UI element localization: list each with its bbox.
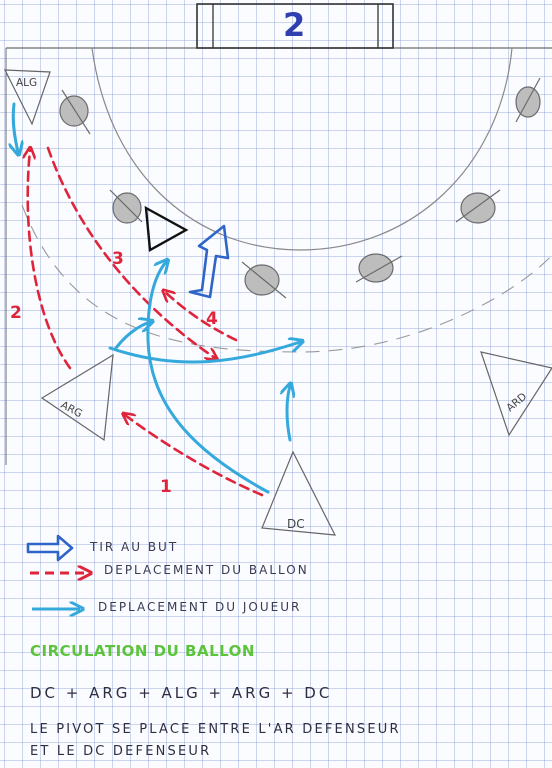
label-alg: ALG bbox=[16, 77, 37, 89]
defender bbox=[355, 253, 403, 283]
pass-sequence: DC + ARG + ALG + ARG + DC bbox=[30, 684, 333, 702]
player-ard bbox=[480, 351, 552, 437]
label-ard: ARD bbox=[504, 391, 529, 415]
note-line-2: ET LE DC DEFENSEUR bbox=[30, 744, 212, 759]
legend-ball-label: DEPLACEMENT DU BALLON bbox=[104, 563, 309, 577]
free-throw-line bbox=[21, 204, 552, 353]
pass-number: 4 bbox=[206, 309, 218, 329]
defender bbox=[59, 89, 91, 135]
pass-number: 3 bbox=[112, 249, 124, 269]
player-path-pivot bbox=[146, 262, 270, 494]
pass-number: 2 bbox=[10, 303, 22, 323]
court-lines bbox=[5, 3, 552, 465]
ball-path-3 bbox=[46, 146, 215, 358]
defender bbox=[455, 189, 501, 224]
defenders bbox=[59, 77, 541, 299]
label-dc: DC bbox=[287, 517, 305, 531]
ball-path-2 bbox=[28, 150, 72, 370]
court-number: 2 bbox=[283, 6, 305, 44]
pivot-player bbox=[144, 205, 189, 252]
ball-path-1 bbox=[125, 415, 264, 497]
legend-symbols bbox=[26, 534, 88, 609]
defender bbox=[109, 189, 143, 224]
shot-arrow bbox=[188, 224, 230, 299]
player-path-short bbox=[114, 322, 150, 350]
player-movements bbox=[13, 102, 300, 494]
legend-shot-symbol bbox=[26, 534, 74, 562]
legend-player-label: DEPLACEMENT DU JOUEUR bbox=[98, 600, 302, 614]
player-arg bbox=[40, 353, 114, 442]
pass-number: 1 bbox=[160, 477, 172, 497]
player-alg bbox=[4, 69, 51, 126]
label-arg: ARG bbox=[59, 399, 85, 420]
section-title: CIRCULATION DU BALLON bbox=[30, 642, 255, 660]
goal-area-line bbox=[91, 47, 513, 251]
player-path-arg bbox=[108, 342, 300, 364]
defender bbox=[515, 77, 541, 123]
player-path-alg bbox=[13, 102, 18, 152]
ball-movements bbox=[28, 146, 264, 497]
player-path-dc bbox=[287, 386, 290, 442]
defender bbox=[241, 261, 287, 299]
note-line-1: LE PIVOT SE PLACE ENTRE L'AR DEFENSEUR bbox=[30, 722, 401, 737]
pass-numbers: 1 2 3 4 bbox=[10, 249, 218, 497]
legend-shot-label: TIR AU BUT bbox=[90, 540, 179, 554]
goal bbox=[196, 3, 394, 49]
player-dc bbox=[261, 450, 337, 536]
attackers bbox=[4, 69, 552, 536]
ball-path-4 bbox=[165, 292, 238, 342]
